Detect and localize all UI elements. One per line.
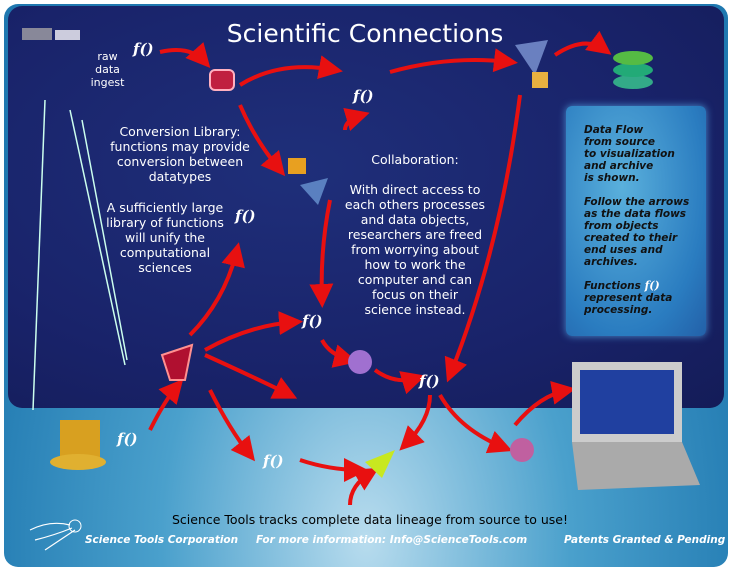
- arrow: [343, 108, 370, 132]
- arrow: [204, 353, 298, 399]
- laptop-icon: [572, 362, 700, 490]
- data-object-icon: [510, 438, 534, 462]
- light-streaks: [32, 99, 128, 411]
- arrow: [389, 48, 518, 74]
- function-icon: f(): [644, 279, 660, 292]
- archive-icon: [613, 51, 653, 89]
- arrow: [399, 394, 432, 451]
- function-icon: f(): [302, 312, 323, 330]
- conversion-library-text: Conversion Library:functions may provide…: [110, 124, 250, 184]
- data-object-icon: [160, 343, 194, 381]
- arrow: [148, 378, 184, 431]
- tagline: Science Tools tracks complete data linea…: [171, 512, 568, 527]
- data-object-icon: [300, 178, 328, 205]
- arrow: [238, 104, 286, 177]
- data-object-icon: [288, 158, 306, 174]
- collaboration-title: Collaboration:: [371, 152, 459, 167]
- function-icon: f(): [353, 87, 374, 105]
- contact-info[interactable]: For more information: Info@ScienceTools.…: [256, 534, 528, 546]
- function-icon: f(): [235, 207, 256, 225]
- buoy-instrument-icon: [50, 420, 106, 470]
- data-object-icon: [348, 350, 372, 374]
- data-object-icon: [365, 450, 395, 478]
- arrow: [208, 389, 255, 462]
- arrow: [513, 381, 576, 427]
- page-title: Scientific Connections: [226, 19, 504, 48]
- arrow: [320, 338, 358, 368]
- company-name: Science Tools Corporation: [85, 534, 239, 546]
- satellite-icon: [22, 28, 80, 40]
- arrow: [438, 394, 513, 454]
- data-object-icon: [532, 72, 548, 88]
- data-object-icon: [515, 40, 548, 75]
- arrow: [348, 467, 379, 506]
- arrow: [444, 94, 522, 383]
- arrow: [188, 242, 245, 337]
- arrow: [553, 30, 612, 57]
- arrow: [309, 199, 334, 308]
- arrow: [299, 457, 368, 482]
- function-icon: f(): [117, 430, 138, 448]
- function-icon: f(): [419, 372, 440, 390]
- function-icon: f(): [263, 452, 284, 470]
- arrow: [159, 42, 211, 68]
- arrow: [204, 311, 303, 352]
- logo-icon: [29, 522, 76, 551]
- function-icon: f(): [133, 40, 154, 58]
- arrow: [238, 55, 343, 87]
- arrow: [373, 368, 426, 395]
- patents-notice: Patents Granted & Pending: [564, 534, 726, 546]
- data-object-icon: [209, 69, 235, 91]
